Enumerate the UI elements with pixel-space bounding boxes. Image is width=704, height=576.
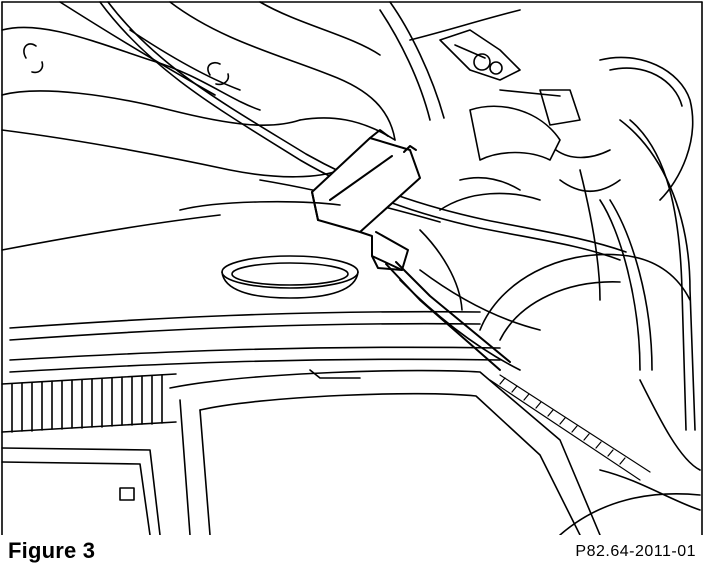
- body-panel-contours: [1, 1, 396, 178]
- floor-surface: [1, 200, 463, 311]
- mounting-bracket: [311, 129, 511, 371]
- round-opening: [221, 255, 359, 299]
- wheel-arch: [479, 253, 691, 341]
- technical-illustration: [1, 1, 703, 535]
- mounting-holes: [23, 43, 230, 86]
- relay-box: [169, 369, 601, 535]
- cross-member: [9, 310, 501, 373]
- corrugated-conduit: [1, 373, 177, 433]
- wire-bundle: [379, 1, 696, 431]
- grommet-strip: [489, 374, 651, 481]
- figure-reference-code: P82.64-2011-01: [575, 543, 696, 560]
- figure-title: Figure 3: [8, 538, 96, 563]
- frame-border: [1, 1, 703, 535]
- connector-cluster: [439, 29, 621, 192]
- lower-housing: [1, 447, 161, 535]
- lower-right-panel: [559, 379, 701, 535]
